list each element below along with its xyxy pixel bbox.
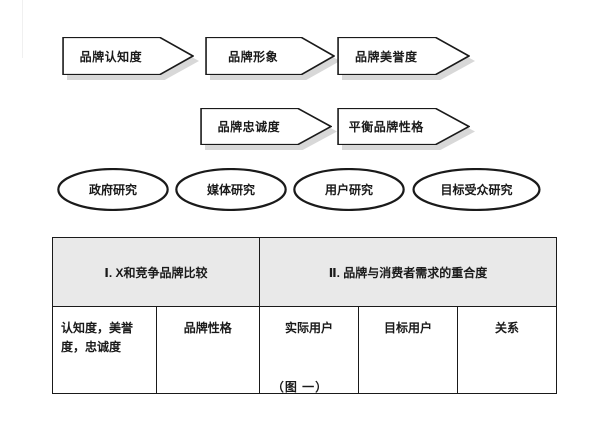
chevron-label: 品牌形象 (228, 49, 279, 64)
research-node-label: 用户研究 (324, 183, 373, 197)
research-node-government[interactable]: 政府研究 (57, 168, 169, 211)
ellipse-shape (57, 168, 169, 211)
comparison-matrix-table: Ⅰ. X和竞争品牌比较 Ⅱ. 品牌与消费者需求的重合度 认知度，美誉度，忠诚度 … (52, 237, 557, 394)
chevron-shape (205, 37, 335, 75)
research-node-target-audience[interactable]: 目标受众研究 (412, 168, 541, 211)
flow-chevron-brand-awareness[interactable]: 品牌认知度 (62, 37, 199, 80)
flow-chevron-brand-reputation[interactable]: 品牌美誉度 (337, 37, 475, 80)
research-node-user[interactable]: 用户研究 (293, 168, 405, 211)
figure-caption: （图 一） (271, 380, 329, 394)
research-node-label: 政府研究 (88, 183, 137, 197)
research-node-media[interactable]: 媒体研究 (175, 168, 287, 211)
research-node-label: 媒体研究 (206, 183, 255, 197)
table-cell-relationship: 关系 (457, 306, 557, 394)
chevron-shape (337, 37, 470, 75)
table-header-cell-1: Ⅰ. X和竞争品牌比较 (52, 237, 260, 307)
ellipse-shape (293, 168, 405, 211)
ellipse-shape (175, 168, 287, 211)
flow-chevron-brand-image[interactable]: 品牌形象 (205, 37, 340, 80)
page-margin-rule (22, 0, 23, 58)
table-cell-actual-users: 实际用户 (259, 306, 359, 394)
table-cell-target-users: 目标用户 (358, 306, 458, 394)
chevron-label: 品牌忠诚度 (217, 120, 281, 134)
chevron-label: 品牌美誉度 (354, 49, 418, 64)
table-row: 认知度，美誉度，忠诚度 品牌性格 实际用户 目标用户 关系 (52, 306, 557, 394)
ellipse-shape (412, 168, 541, 211)
chevron-shape (337, 108, 470, 145)
research-node-label: 目标受众研究 (440, 183, 513, 197)
chevron-label: 平衡品牌性格 (348, 120, 424, 134)
table-cell-brand-personality: 品牌性格 (155, 306, 260, 394)
table-cell-awareness-reputation-loyalty: 认知度，美誉度，忠诚度 (52, 306, 157, 394)
table-header-row: Ⅰ. X和竞争品牌比较 Ⅱ. 品牌与消费者需求的重合度 (52, 237, 557, 307)
flow-chevron-brand-loyalty[interactable]: 品牌忠诚度 (200, 108, 337, 150)
flow-chevron-balanced-brand-personality[interactable]: 平衡品牌性格 (337, 108, 475, 150)
chevron-shape (62, 37, 194, 75)
chevron-shape (200, 108, 332, 145)
table-header-cell-2: Ⅱ. 品牌与消费者需求的重合度 (259, 237, 557, 307)
chevron-label: 品牌认知度 (79, 49, 143, 64)
